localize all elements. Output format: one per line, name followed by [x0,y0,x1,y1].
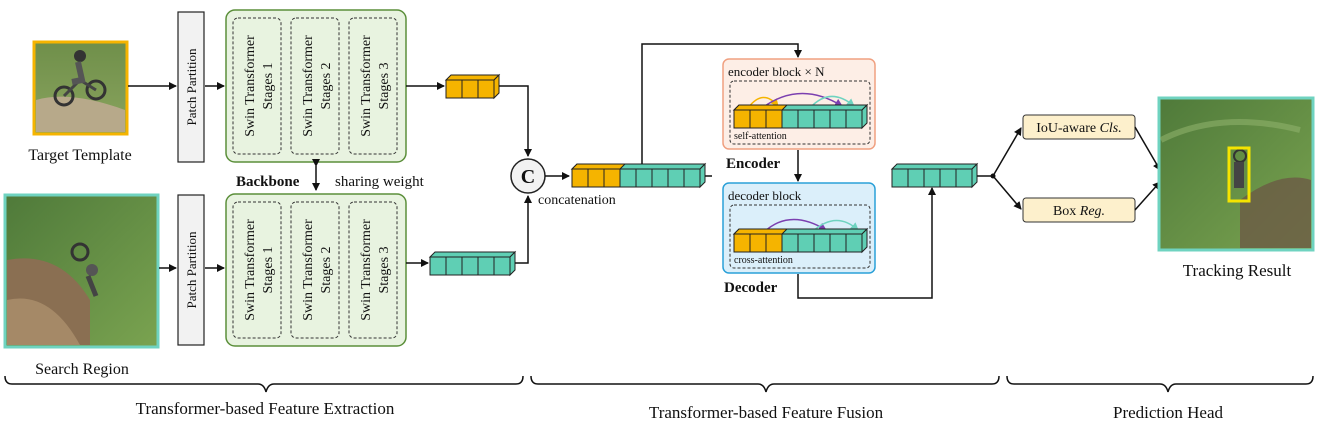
search-region-label: Search Region [35,361,129,378]
backbone-title: Backbone [236,174,300,190]
brace-fusion [530,375,1000,393]
patch-partition-bottom: Patch Partition [177,194,205,346]
stage-3-bottom-line2: Stages 3 [377,246,392,293]
cls-head-text: IoU-aware [1036,121,1099,136]
tracking-result-image [1157,96,1315,252]
concatenation-label: concatenation [538,193,616,208]
target-template-image [32,40,129,136]
svg-text:Patch Partition: Patch Partition [184,48,199,125]
concat-to-encoder-arrow [641,43,802,164]
template-tokens [444,73,501,100]
encoder-block: encoder block × N self-attention [722,58,876,150]
fused-tokens [890,162,979,189]
section-feature-extraction: Transformer-based Feature Extraction [136,399,395,418]
decoder-output-arrow [797,187,936,299]
encoder-block-label: encoder block × N [728,64,825,79]
search-to-concat [515,195,532,264]
reg-head-text: Box [1053,204,1080,219]
brace-head [1006,375,1314,393]
stage-2-top-line1: Swin Transformer [301,35,316,137]
target-template-label: Target Template [28,147,131,164]
encoder-label: Encoder [726,156,781,172]
cls-head: IoU-aware Cls. [1022,114,1136,140]
stage-1-top-line2: Stages 1 [261,62,276,109]
stage-3-top-line2: Stages 3 [377,62,392,109]
concatenated-tokens [570,162,707,189]
template-to-concat [499,85,532,157]
search-region-image [3,193,160,349]
section-prediction-head: Prediction Head [1113,403,1223,422]
backbone-bottom: Swin Transformer Stages 1 Swin Transform… [225,193,407,347]
tracking-result-label: Tracking Result [1183,261,1292,280]
cls-to-result [1134,126,1161,171]
decoder-label: Decoder [724,280,778,296]
stage-3-bottom-line1: Swin Transformer [359,219,374,321]
self-attention-label: self-attention [734,131,787,142]
branch-to-reg [992,175,1022,210]
stage-3-top-line1: Swin Transformer [359,35,374,137]
reg-head: Box Reg. [1022,197,1136,223]
reg-head-italic: Reg. [1079,204,1105,219]
svg-text:Box Reg.: Box Reg. [1053,204,1105,219]
decoder-block: decoder block cross-attention [722,182,876,274]
branch-to-cls [992,127,1022,177]
stage-1-bottom-line2: Stages 1 [261,246,276,293]
stage-2-bottom-line1: Swin Transformer [301,219,316,321]
stage-1-bottom-line1: Swin Transformer [243,219,258,321]
svg-text:Patch Partition: Patch Partition [184,231,199,308]
backbone-top: Swin Transformer Stages 1 Swin Transform… [225,9,407,163]
search-tokens [428,250,517,277]
patch-partition-top: Patch Partition [177,11,205,163]
brace-extraction [4,375,524,393]
bbox-overlay [1227,146,1251,203]
sharing-weight-label: sharing weight [335,174,425,190]
stage-2-bottom-line2: Stages 2 [319,246,334,293]
stage-2-top-line2: Stages 2 [319,62,334,109]
cross-attention-label: cross-attention [734,255,793,266]
decoder-block-label: decoder block [728,188,802,203]
reg-to-result [1134,181,1161,211]
concat-node: C [510,158,546,194]
cls-head-italic: Cls. [1100,121,1122,136]
svg-text:IoU-aware Cls.: IoU-aware Cls. [1036,121,1122,136]
section-feature-fusion: Transformer-based Feature Fusion [649,403,884,422]
stage-1-top-line1: Swin Transformer [243,35,258,137]
svg-text:C: C [521,166,535,188]
